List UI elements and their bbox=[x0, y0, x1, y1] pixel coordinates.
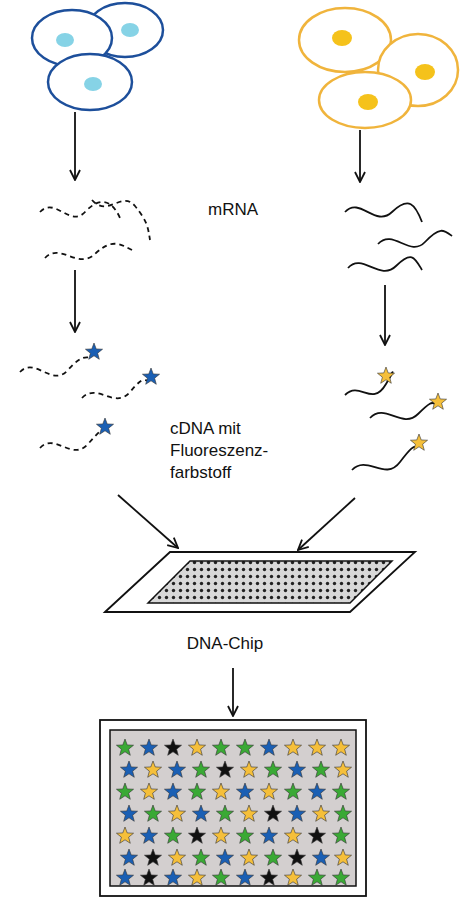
chip-label: DNA-Chip bbox=[160, 633, 290, 655]
blue-cells bbox=[32, 3, 163, 110]
result-panel bbox=[100, 720, 366, 896]
chip-spot-array bbox=[148, 561, 392, 603]
chip-node: DNA-Chip bbox=[100, 545, 420, 665]
yellow-nuclei bbox=[332, 30, 435, 110]
stage-label: mRNA bbox=[193, 199, 273, 221]
result-spots bbox=[116, 739, 351, 885]
stage-label: cDNA mit Fluoreszenz-farbstoff bbox=[170, 418, 282, 484]
chip-slide bbox=[105, 552, 415, 612]
fluorescent-dye bbox=[85, 343, 446, 450]
process-arrows bbox=[75, 112, 385, 716]
blue-nuclei bbox=[56, 23, 139, 91]
mrna-strands bbox=[40, 200, 452, 271]
yellow-cells bbox=[299, 8, 458, 128]
